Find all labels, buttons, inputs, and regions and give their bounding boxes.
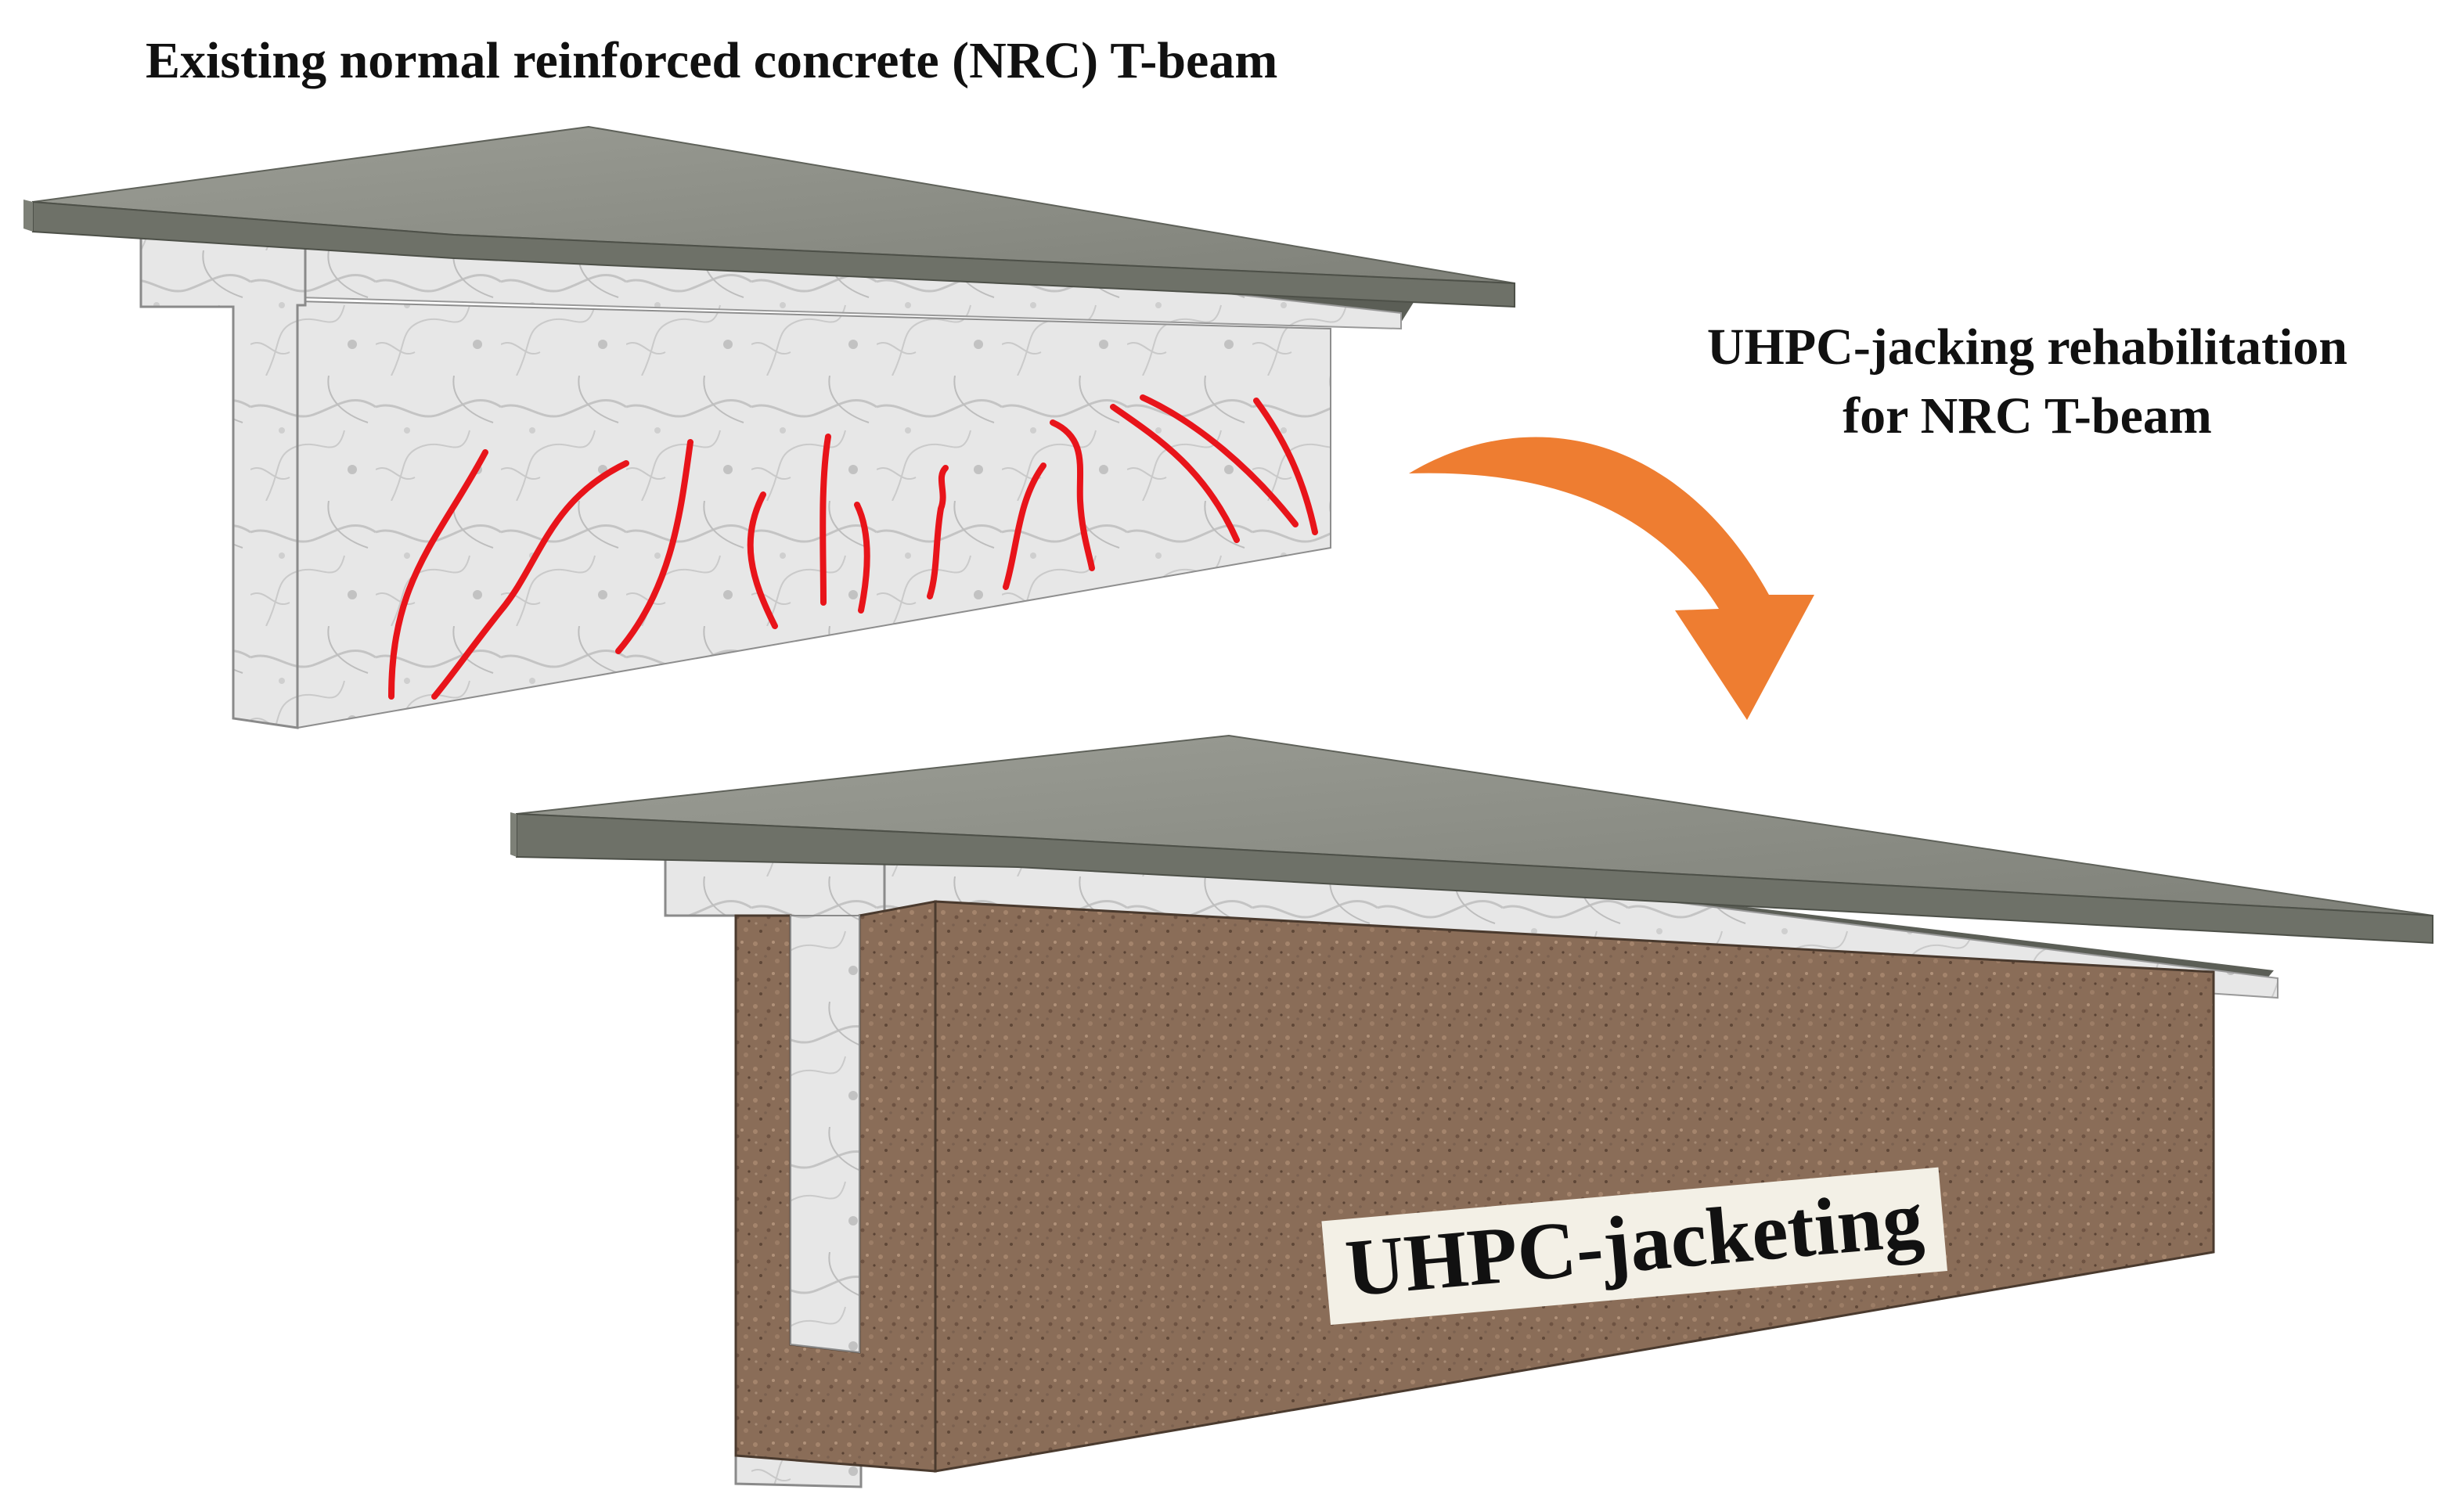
existing-t-beam	[23, 125, 1515, 729]
crack-4	[747, 491, 778, 629]
jacketed-deck-end	[510, 812, 517, 857]
process-title-line2: for NRC T-beam	[1843, 387, 2212, 444]
crack-1	[388, 449, 488, 700]
process-title: UHPC-jacking rehabilitation for NRC T-be…	[1597, 313, 2458, 451]
crack-6	[854, 502, 870, 614]
crack-11	[1140, 394, 1299, 527]
crack-3	[615, 439, 693, 654]
curved-arrow-icon	[1409, 437, 1814, 720]
crack-10	[1110, 404, 1240, 543]
crack-8	[1003, 462, 1046, 590]
crack-group	[388, 394, 1318, 700]
t-section-end	[139, 233, 307, 729]
original-web-inside	[790, 915, 860, 1354]
process-title-line1: UHPC-jacking rehabilitation	[1706, 319, 2348, 376]
crack-2	[431, 460, 629, 700]
web-front	[297, 300, 1331, 729]
crack-5	[820, 434, 831, 606]
deck-slab-end	[23, 200, 33, 232]
crack-9	[1050, 419, 1095, 571]
crack-12	[1253, 398, 1318, 535]
jacketed-t-beam	[510, 734, 2433, 1488]
crack-7	[927, 465, 949, 599]
existing-beam-title: Existing normal reinforced concrete (NRC…	[146, 32, 1278, 89]
uhpc-jacket-front	[934, 900, 2215, 1473]
